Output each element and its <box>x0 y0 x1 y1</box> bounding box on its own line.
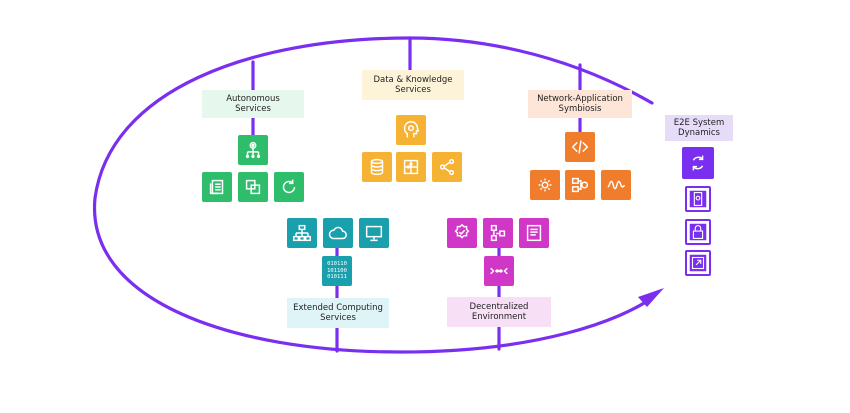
binary-icon: 010110 101100 010111 <box>322 256 352 286</box>
wave-icon <box>601 170 631 200</box>
expand-icon <box>685 250 711 276</box>
share-icon <box>432 152 462 182</box>
refresh-icon <box>274 172 304 202</box>
label-decentralized-environment: Decentralized Environment <box>447 297 551 327</box>
badge-check-icon <box>447 218 477 248</box>
label-autonomous-services: Autonomous Services <box>202 90 304 118</box>
mobile-icon <box>685 186 711 212</box>
cloud-icon <box>323 218 353 248</box>
label-extended-computing-services: Extended Computing Services <box>287 298 389 328</box>
binary-line3: 010111 <box>327 274 347 281</box>
document-list-icon <box>202 172 232 202</box>
monitor-icon <box>359 218 389 248</box>
label-data-knowledge-services: Data & Knowledge Services <box>362 70 464 100</box>
flow-icon <box>483 218 513 248</box>
label-e2e-system-dynamics: E2E System Dynamics <box>665 115 733 141</box>
loop-arc <box>93 36 654 354</box>
code-icon <box>565 132 595 162</box>
puzzle-icon <box>396 152 426 182</box>
label-network-application-symbiosis: Network-Application Symbiosis <box>528 90 632 118</box>
hierarchy-icon <box>287 218 317 248</box>
brain-gear-icon <box>396 115 426 145</box>
label-autonomous-line2: Services <box>235 104 271 114</box>
binary-line2: 101100 <box>327 267 347 274</box>
lock-icon <box>685 219 711 245</box>
label-data-line1: Data & Knowledge <box>373 75 453 85</box>
label-extended-line2: Services <box>320 313 356 323</box>
label-network-line2: Symbiosis <box>558 104 602 114</box>
label-data-line2: Services <box>395 85 431 95</box>
label-network-line1: Network-Application <box>537 94 623 104</box>
binary-line1: 010110 <box>327 261 347 268</box>
gear-cycle-icon <box>530 170 560 200</box>
label-e2e-line1: E2E System <box>673 118 725 128</box>
label-autonomous-line1: Autonomous <box>226 94 280 104</box>
workflow-icon <box>565 170 595 200</box>
checklist-icon <box>519 218 549 248</box>
database-icon <box>362 152 392 182</box>
label-decentralized-line1: Decentralized <box>469 302 529 312</box>
chain-icon <box>484 256 514 286</box>
loop-arrowhead <box>638 288 664 307</box>
copy-icon <box>238 172 268 202</box>
label-extended-line1: Extended Computing <box>293 303 383 313</box>
label-e2e-line2: Dynamics <box>678 128 720 138</box>
cycle-icon <box>682 147 714 179</box>
label-decentralized-line2: Environment <box>471 312 527 322</box>
gear-network-icon <box>238 135 268 165</box>
